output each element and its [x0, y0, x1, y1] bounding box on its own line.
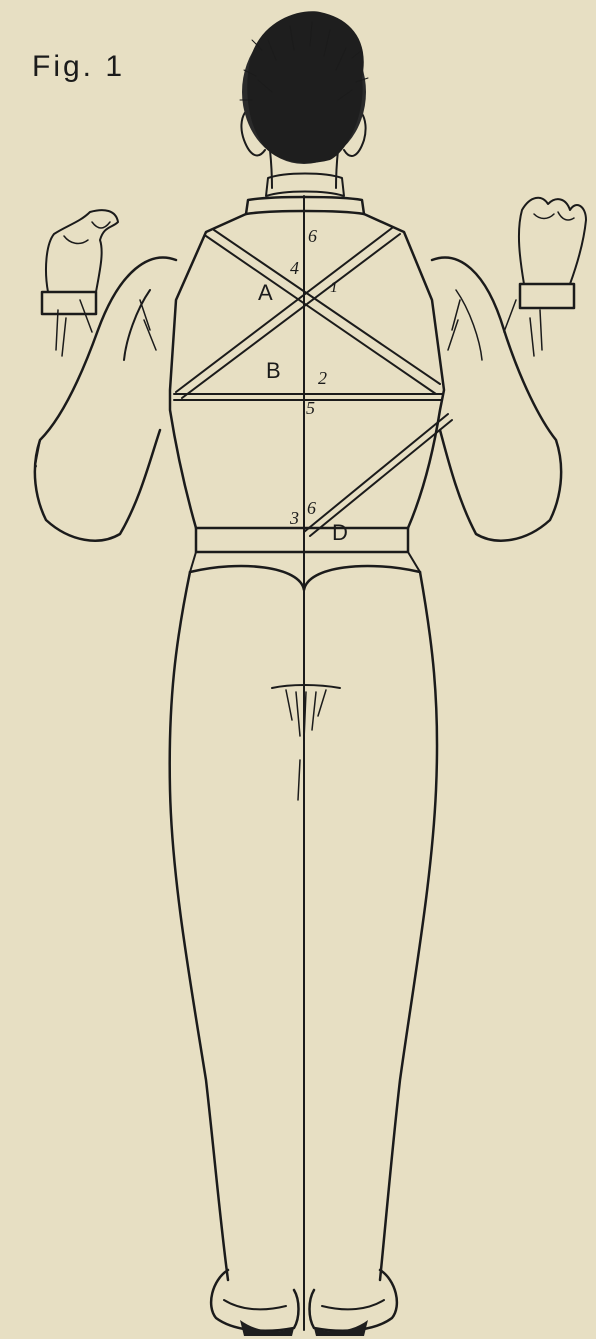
label-5: 5: [306, 398, 315, 418]
measurement-labels: A B D 1 2 3 4 5 6 6: [258, 226, 348, 545]
vest: [170, 174, 444, 591]
label-b: B: [266, 358, 281, 383]
hair-shading: [240, 11, 368, 164]
right-arm: [432, 198, 586, 541]
label-1: 1: [330, 279, 338, 296]
label-6-waist: 6: [307, 498, 316, 518]
head: [240, 11, 368, 188]
left-arm: [35, 210, 176, 541]
label-4: 4: [290, 258, 299, 278]
label-d: D: [332, 520, 348, 545]
label-2: 2: [318, 368, 327, 388]
label-6-top: 6: [308, 226, 317, 246]
strap-right-to-left: [176, 228, 392, 392]
label-3: 3: [289, 508, 299, 528]
label-a: A: [258, 280, 273, 305]
figure-caption: Fig. 1: [32, 50, 125, 83]
